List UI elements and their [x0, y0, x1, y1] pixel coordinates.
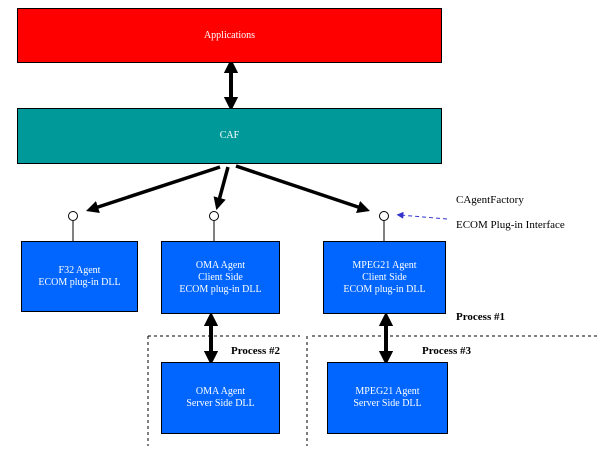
caf-to-oma-arrow: [213, 166, 230, 211]
mpeg21-client-line3: ECOM plug-in DLL: [343, 283, 426, 295]
mpeg21-client-line1: MPEG21 Agent: [352, 259, 417, 271]
applications-label: Applications: [203, 29, 256, 41]
oma-client-line2: Client Side: [198, 271, 243, 283]
caf-to-mpeg-arrow: [235, 164, 370, 213]
applications-box: Applications: [17, 8, 442, 63]
caf-box: CAF: [17, 108, 442, 164]
ecom-interface-label: ECOM Plug-in Interface: [456, 219, 565, 231]
oma-server-line1: OMA Agent: [195, 386, 246, 397]
f32-agent-line2: ECOM plug-in DLL: [38, 276, 121, 288]
f32-interface-circle: [68, 211, 78, 221]
f32-agent-line1: F32 Agent: [58, 264, 101, 276]
caf-to-f32-arrow: [86, 165, 221, 214]
process1-label: Process #1: [456, 311, 505, 323]
mpeg21-server-line2: Server Side DLL: [353, 398, 422, 409]
mpeg21-server-box: MPEG21 Agent Server Side DLL: [327, 362, 448, 434]
mpeg21-client-line2: Client Side: [362, 271, 407, 283]
interface-pointer-arrow: [396, 211, 448, 220]
cagentfactory-label: CAgentFactory: [456, 194, 524, 206]
mpeg21-server-line1: MPEG21 Agent: [355, 386, 420, 397]
oma-server-box: OMA Agent Server Side DLL: [161, 362, 280, 434]
f32-agent-box: F32 Agent ECOM plug-in DLL: [21, 241, 138, 312]
oma-client-line3: ECOM plug-in DLL: [179, 283, 262, 295]
oma-client-line1: OMA Agent: [195, 259, 246, 271]
mpeg21-client-box: MPEG21 Agent Client Side ECOM plug-in DL…: [323, 241, 446, 314]
process2-label: Process #2: [231, 345, 280, 357]
oma-interface-circle: [209, 211, 219, 221]
process3-label: Process #3: [422, 345, 471, 357]
oma-client-box: OMA Agent Client Side ECOM plug-in DLL: [161, 241, 280, 314]
oma-server-line2: Server Side DLL: [186, 398, 255, 409]
caf-label: CAF: [219, 130, 240, 141]
mpeg-interface-circle: [379, 211, 389, 221]
